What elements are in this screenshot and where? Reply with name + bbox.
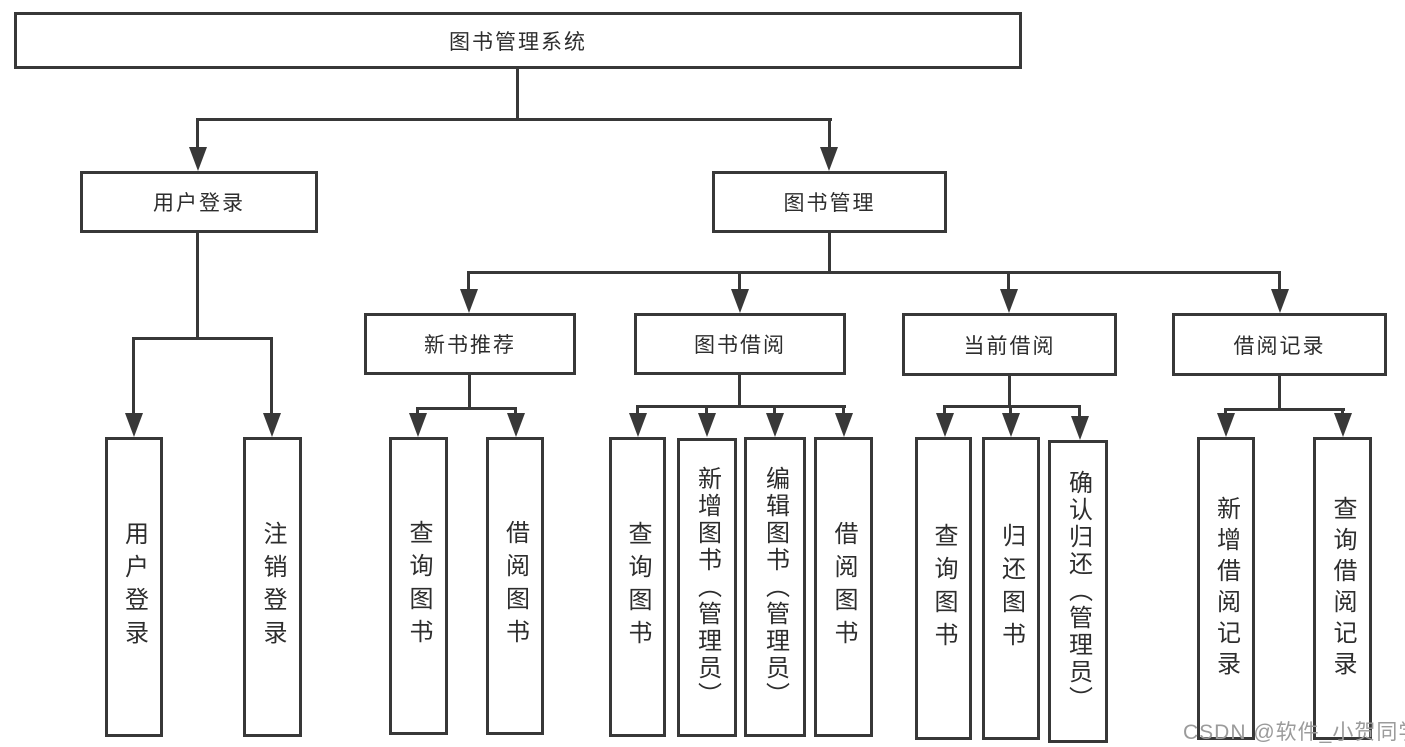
line-segment: [1224, 408, 1345, 411]
arrowhead: [731, 289, 749, 313]
line-segment: [196, 118, 832, 121]
leaf-label: 注销登录: [259, 521, 286, 653]
csdn-watermark: CSDN @软件_小贺同学: [1183, 721, 1405, 744]
line-segment: [1007, 271, 1010, 291]
node-label: 用户登录: [153, 192, 245, 215]
leaf-borrow-books-newbook: 借阅图书: [486, 437, 544, 735]
node-label: 新书推荐: [424, 334, 516, 357]
leaf-user-login: 用户登录: [105, 437, 163, 737]
line-segment: [1008, 376, 1011, 408]
arrowhead: [507, 413, 525, 437]
node-label: 当前借阅: [963, 334, 1056, 358]
arrowhead: [1271, 289, 1289, 313]
line-segment: [738, 375, 741, 408]
leaf-logout-login: 注销登录: [243, 437, 302, 737]
node-book-borrowing: 图书借阅: [634, 313, 846, 375]
leaf-query-books-borrow: 查询图书: [609, 437, 666, 737]
line-segment: [636, 405, 639, 416]
leaf-label: 借阅图书: [501, 520, 529, 652]
line-segment: [196, 233, 199, 340]
line-segment: [270, 337, 273, 413]
line-segment: [467, 271, 470, 291]
line-segment: [514, 407, 517, 416]
node-user-login: 用户登录: [80, 171, 318, 233]
line-segment: [1078, 405, 1081, 416]
line-segment: [636, 405, 846, 408]
line-segment: [943, 405, 1081, 408]
leaf-add-borrow-record: 新增借阅记录: [1197, 437, 1255, 740]
node-library-system: 图书管理系统: [14, 12, 1022, 69]
arrowhead: [936, 413, 954, 437]
line-segment: [842, 405, 845, 416]
arrowhead: [409, 413, 427, 437]
line-segment: [132, 337, 135, 413]
leaf-label: 查询图书: [624, 521, 651, 653]
node-book-management: 图书管理: [712, 171, 947, 233]
line-segment: [1009, 405, 1012, 416]
leaf-label: 新增借阅记录: [1212, 495, 1240, 682]
arrowhead: [835, 413, 853, 437]
leaf-label: 查询图书: [405, 520, 432, 652]
leaf-label: 编辑图书（管理员）: [761, 465, 789, 709]
leaf-label: 用户登录: [120, 521, 148, 653]
node-label: 图书借阅: [694, 334, 786, 357]
leaf-borrow-books-borrow: 借阅图书: [814, 437, 873, 737]
arrowhead: [1002, 413, 1020, 437]
arrowhead: [1217, 413, 1235, 437]
leaf-query-books-current: 查询图书: [915, 437, 972, 740]
arrowhead: [1071, 416, 1089, 440]
node-label: 图书管理: [783, 192, 876, 215]
arrowhead: [125, 413, 143, 437]
line-segment: [943, 405, 946, 416]
arrowhead: [820, 147, 838, 171]
node-label: 借阅记录: [1233, 334, 1326, 358]
leaf-label: 新增图书（管理员）: [693, 466, 721, 709]
line-segment: [738, 271, 741, 291]
node-borrowing-records: 借阅记录: [1172, 313, 1387, 376]
line-segment: [467, 271, 1281, 274]
line-segment: [773, 405, 776, 416]
line-segment: [1278, 376, 1281, 411]
leaf-label: 查询借阅记录: [1329, 495, 1356, 682]
leaf-edit-books-admin: 编辑图书（管理员）: [744, 437, 806, 737]
leaf-add-books-admin: 新增图书（管理员）: [677, 438, 737, 737]
line-segment: [468, 375, 471, 410]
arrowhead: [460, 289, 478, 313]
line-segment: [416, 407, 419, 416]
line-segment: [132, 337, 273, 340]
arrowhead: [698, 413, 716, 437]
line-segment: [828, 118, 831, 148]
arrowhead: [629, 413, 647, 437]
line-segment: [828, 233, 831, 274]
line-segment: [1341, 408, 1344, 416]
arrowhead: [1000, 289, 1018, 313]
arrowhead: [1334, 413, 1352, 437]
line-segment: [1224, 408, 1227, 416]
leaf-label: 归还图书: [997, 522, 1025, 655]
line-segment: [1278, 271, 1281, 291]
line-segment: [516, 69, 519, 121]
node-new-book-recommend: 新书推荐: [364, 313, 576, 375]
leaf-return-books: 归还图书: [982, 437, 1040, 740]
node-current-borrowing: 当前借阅: [902, 313, 1117, 376]
leaf-query-borrow-record: 查询借阅记录: [1313, 437, 1372, 740]
leaf-label: 查询图书: [930, 522, 957, 655]
leaf-query-books-newbook: 查询图书: [389, 437, 448, 735]
node-label: 图书管理系统: [449, 30, 587, 54]
arrowhead: [766, 413, 784, 437]
leaf-label: 借阅图书: [830, 521, 857, 653]
line-segment: [416, 407, 517, 410]
arrowhead: [189, 147, 207, 171]
arrowhead: [263, 413, 281, 437]
line-segment: [705, 405, 708, 416]
leaf-label: 确认归还（管理员）: [1064, 470, 1092, 713]
line-segment: [196, 118, 199, 148]
leaf-confirm-return-admin: 确认归还（管理员）: [1048, 440, 1108, 743]
